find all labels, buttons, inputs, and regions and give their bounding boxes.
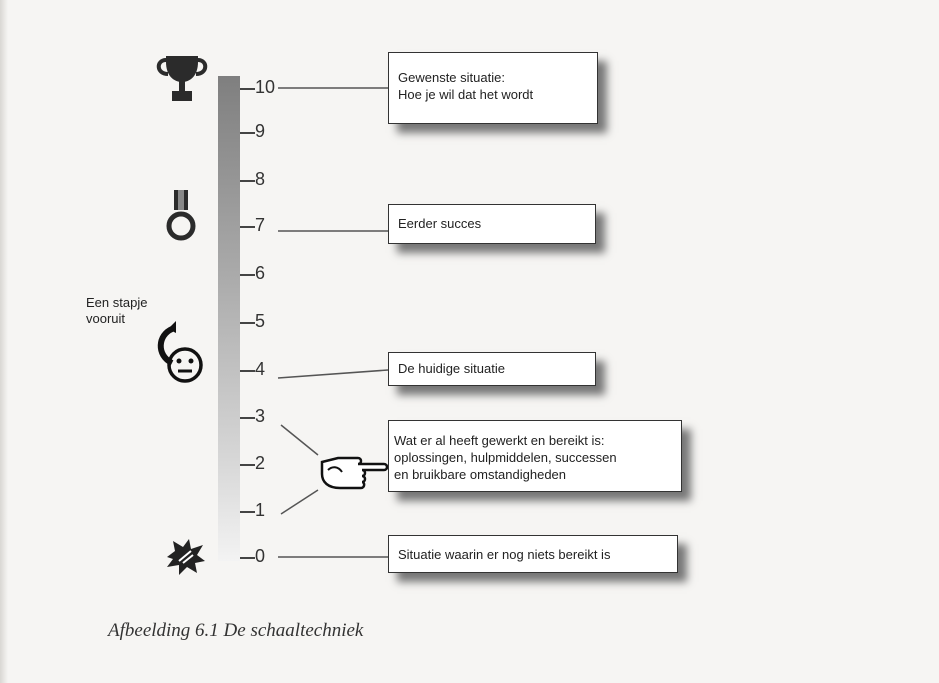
scale-number-0: 0 bbox=[255, 546, 266, 566]
scale-number-4: 4 bbox=[255, 359, 266, 379]
medal-icon bbox=[166, 190, 196, 241]
step-forward-line-1: Een stapje bbox=[86, 295, 148, 310]
scale-number-10: 10 bbox=[255, 77, 276, 97]
desired-situation-subtitle: Hoe je wil dat het wordt bbox=[398, 87, 534, 102]
nothing-achieved-label: Situatie waarin er nog niets bereikt is bbox=[398, 547, 611, 562]
scale-number-2: 2 bbox=[255, 453, 266, 473]
tick-10 bbox=[240, 88, 255, 90]
box-what-worked: Wat er al heeft gewerkt en bereikt is: o… bbox=[388, 420, 682, 492]
what-worked-line-1: Wat er al heeft gewerkt en bereikt is: bbox=[394, 433, 605, 448]
scale-number-7: 7 bbox=[255, 215, 266, 235]
connector-1 bbox=[280, 489, 319, 515]
neutral-face-icon bbox=[167, 347, 203, 383]
scale-number-3: 3 bbox=[255, 406, 266, 426]
earlier-success-label: Eerder succes bbox=[398, 216, 482, 231]
explosion-icon bbox=[167, 539, 205, 575]
scale-number-1: 1 bbox=[255, 500, 266, 520]
box-nothing-achieved: Situatie waarin er nog niets bereikt is bbox=[388, 535, 678, 573]
step-forward-label: Een stapje vooruit bbox=[86, 295, 147, 327]
what-worked-line-3: en bruikbare omstandigheden bbox=[394, 467, 567, 482]
trophy-icon bbox=[156, 56, 208, 101]
scale-number-5: 5 bbox=[255, 311, 266, 331]
tick-4 bbox=[240, 370, 255, 372]
tick-1 bbox=[240, 511, 255, 513]
scale-number-6: 6 bbox=[255, 263, 266, 283]
box-current-situation: De huidige situatie bbox=[388, 352, 596, 386]
tick-8 bbox=[240, 180, 255, 182]
connector-4 bbox=[277, 369, 389, 379]
tick-7 bbox=[240, 226, 255, 228]
figure-caption: Afbeelding 6.1 De schaaltechniek bbox=[108, 620, 364, 641]
what-worked-line-2: oplossingen, hulpmiddelen, successen bbox=[394, 450, 617, 465]
current-situation-label: De huidige situatie bbox=[398, 361, 505, 376]
tick-9 bbox=[240, 132, 255, 134]
scale-number-9: 9 bbox=[255, 121, 266, 141]
desired-situation-title: Gewenste situatie: bbox=[398, 70, 505, 85]
box-desired-situation: Gewenste situatie: Hoe je wil dat het wo… bbox=[388, 52, 598, 124]
step-forward-line-2: vooruit bbox=[86, 311, 126, 326]
tick-6 bbox=[240, 274, 255, 276]
tick-3 bbox=[240, 417, 255, 419]
tick-0 bbox=[240, 557, 255, 559]
scale-bar bbox=[218, 76, 240, 561]
pointing-hand-icon bbox=[320, 456, 388, 490]
tick-2 bbox=[240, 464, 255, 466]
connector-3 bbox=[280, 424, 319, 456]
scale-number-8: 8 bbox=[255, 169, 266, 189]
page-fold-shadow bbox=[0, 0, 8, 683]
tick-5 bbox=[240, 322, 255, 324]
box-earlier-success: Eerder succes bbox=[388, 204, 596, 244]
